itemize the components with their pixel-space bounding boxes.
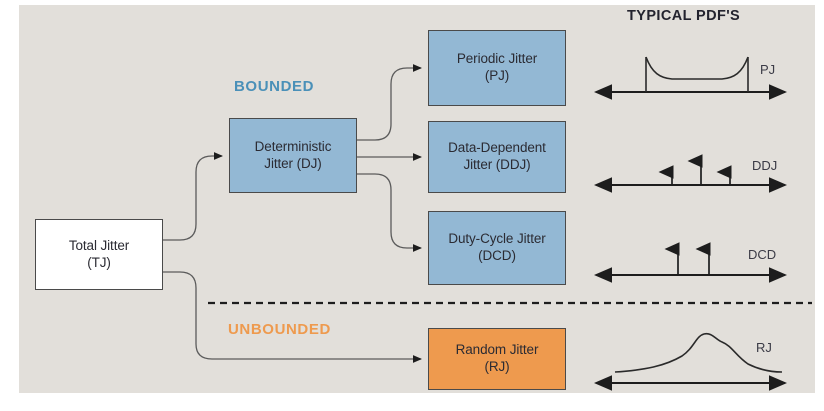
node-periodic-jitter-line2: (PJ) — [484, 68, 510, 83]
node-duty-cycle-jitter[interactable]: Duty-Cycle Jitter (DCD) — [428, 211, 566, 285]
node-random-jitter-line1: Random Jitter — [455, 342, 539, 358]
node-data-dependent-jitter[interactable]: Data-Dependent Jitter (DDJ) — [428, 121, 566, 193]
pdf-tag-pj: PJ — [760, 62, 776, 77]
node-total-jitter-line1: Total Jitter — [68, 237, 130, 253]
pdf-column-heading: TYPICAL PDF'S — [627, 8, 741, 24]
group-label-bounded: BOUNDED — [234, 78, 315, 95]
node-deterministic-jitter-line2: Jitter (DJ) — [264, 155, 322, 171]
node-random-jitter[interactable]: Random Jitter (RJ) — [428, 328, 566, 390]
node-duty-cycle-jitter-line1: Duty-Cycle Jitter — [448, 231, 546, 247]
node-periodic-jitter[interactable]: Periodic Jitter (PJ) — [428, 30, 566, 106]
group-label-unbounded: UNBOUNDED — [228, 321, 331, 338]
node-deterministic-jitter[interactable]: Deterministic Jitter (DJ) — [229, 118, 357, 193]
node-total-jitter-line2: (TJ) — [87, 254, 111, 270]
pdf-tag-ddj: DDJ — [752, 158, 778, 173]
node-total-jitter[interactable]: Total Jitter (TJ) — [35, 219, 163, 290]
node-duty-cycle-jitter-line2: (DCD) — [478, 248, 516, 263]
node-data-dependent-jitter-line1: Data-Dependent — [448, 140, 546, 156]
pdf-tag-dcd: DCD — [748, 247, 777, 262]
diagram-panel — [19, 5, 815, 393]
pdf-tag-rj: RJ — [756, 340, 772, 355]
node-periodic-jitter-line1: Periodic Jitter — [456, 51, 538, 67]
node-data-dependent-jitter-line2: Jitter (DDJ) — [463, 157, 531, 172]
node-deterministic-jitter-line1: Deterministic — [254, 138, 332, 154]
node-random-jitter-line2: (RJ) — [484, 359, 510, 374]
